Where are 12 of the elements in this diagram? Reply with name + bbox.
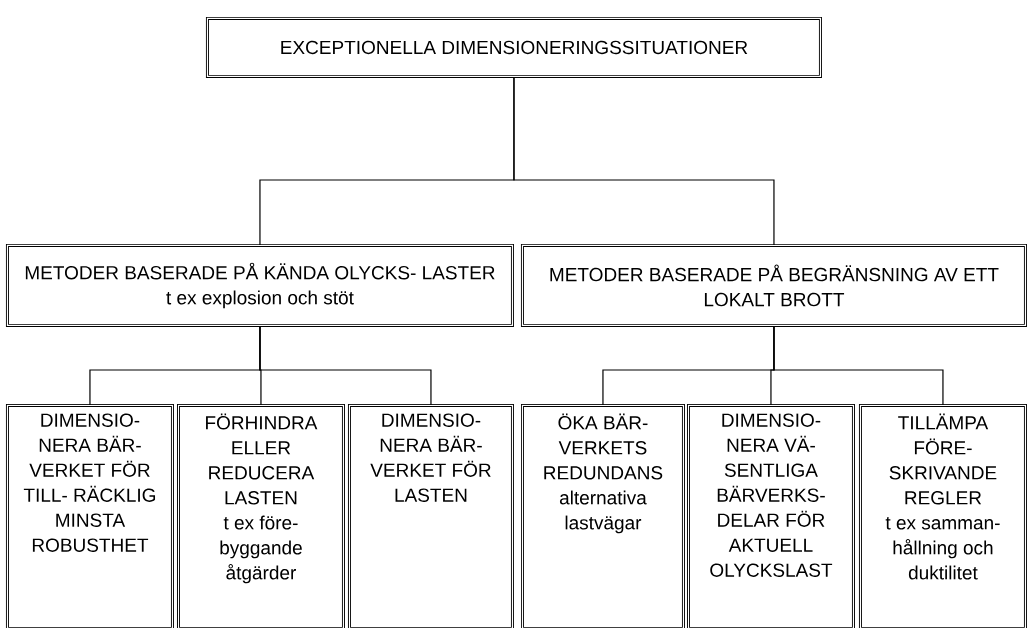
connector-line — [513, 76, 775, 246]
measure-box: TILLÄMPA FÖRE- SKRIVANDE REGLER t ex samman- hållning och duktilitet — [858, 403, 1027, 628]
connector-line — [773, 325, 944, 406]
method-box: METODER BASERADE PÅ KÄNDA OLYCKS- LASTER t ex explosion och stöt — [5, 243, 514, 327]
measure-box: DIMENSIO- NERA VÄ- SENTLIGA BÄRVERKS- DELAR FÖR AKTUELL OLYCKSLAST — [686, 403, 855, 628]
connector-line — [259, 325, 432, 406]
measure-box: FÖRHINDRA ELLER REDUCERA LASTEN t ex före- byggande åtgärder — [176, 403, 345, 628]
title-box: EXCEPTIONELLA DIMENSIONERINGSSITUATIONER — [205, 16, 822, 78]
method-box: METODER BASERADE PÅ BEGRÄNSNING AV ETT LOKALT BROTT — [520, 243, 1027, 327]
measure-box: DIMENSIO- NERA BÄR- VERKET FÖR LASTEN — [347, 403, 514, 628]
measure-box: ÖKA BÄR- VERKETS REDUNDANS alternativa lastvägar — [520, 403, 685, 628]
measure-box: DIMENSIO- NERA BÄR- VERKET FÖR TILL- RÄCKLIG MINSTA ROBUSTHET — [5, 403, 174, 628]
